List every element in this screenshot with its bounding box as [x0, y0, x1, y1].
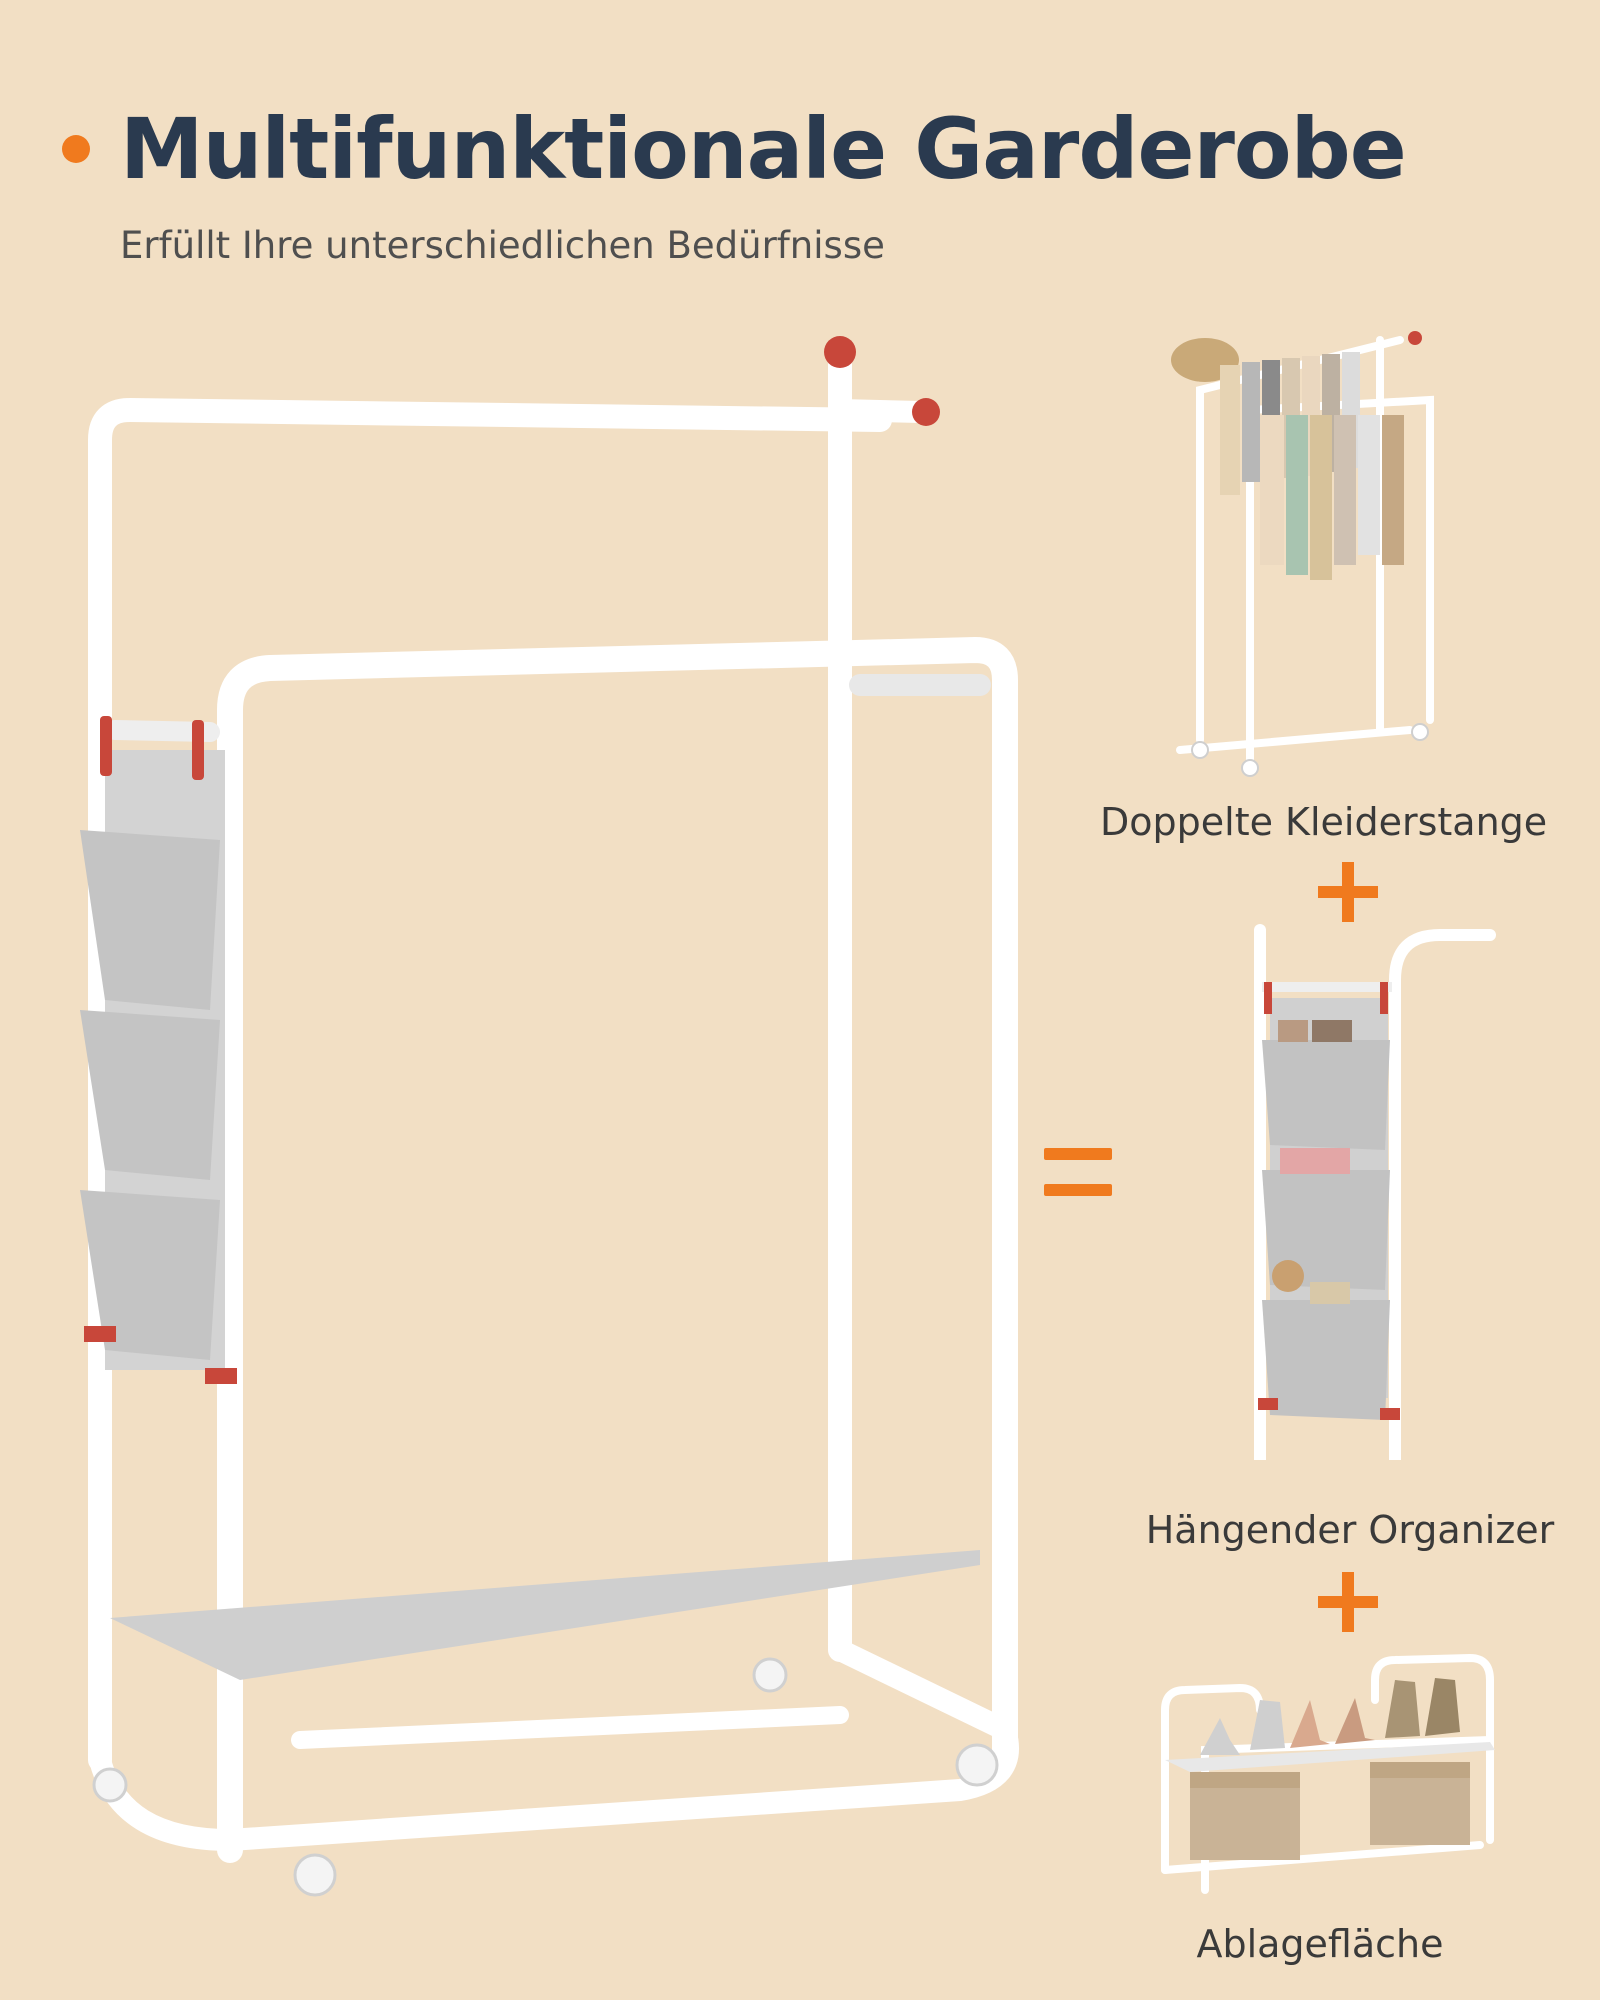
clothes-rack-illustration — [80, 336, 1019, 1897]
caption-shelf: Ablagefläche — [1196, 1922, 1444, 1966]
page-subtitle: Erfüllt Ihre unterschiedlichen Bedürfnis… — [120, 224, 885, 267]
hanging-organizer-thumbnail — [1254, 924, 1496, 1460]
knob-top-icon — [824, 336, 856, 368]
page-title: Multifunktionale Garderobe — [120, 100, 1407, 198]
plus-icon — [1318, 1572, 1378, 1632]
title-bullet-icon — [62, 135, 90, 163]
double-rod-rack-thumbnail — [1171, 331, 1434, 777]
plus-icon — [1318, 862, 1378, 922]
caption-double-rod: Doppelte Kleiderstange — [1100, 800, 1548, 844]
bottom-shelf-shape — [110, 1550, 980, 1680]
hanging-organizer-shape — [80, 716, 237, 1384]
knob-side-icon — [912, 398, 940, 426]
shoe-shelf-thumbnail — [1161, 1653, 1495, 1894]
equals-icon — [1044, 1148, 1112, 1198]
caption-hanging-organizer: Hängender Organizer — [1145, 1508, 1555, 1552]
header: Multifunktionale Garderobe — [62, 100, 1407, 198]
